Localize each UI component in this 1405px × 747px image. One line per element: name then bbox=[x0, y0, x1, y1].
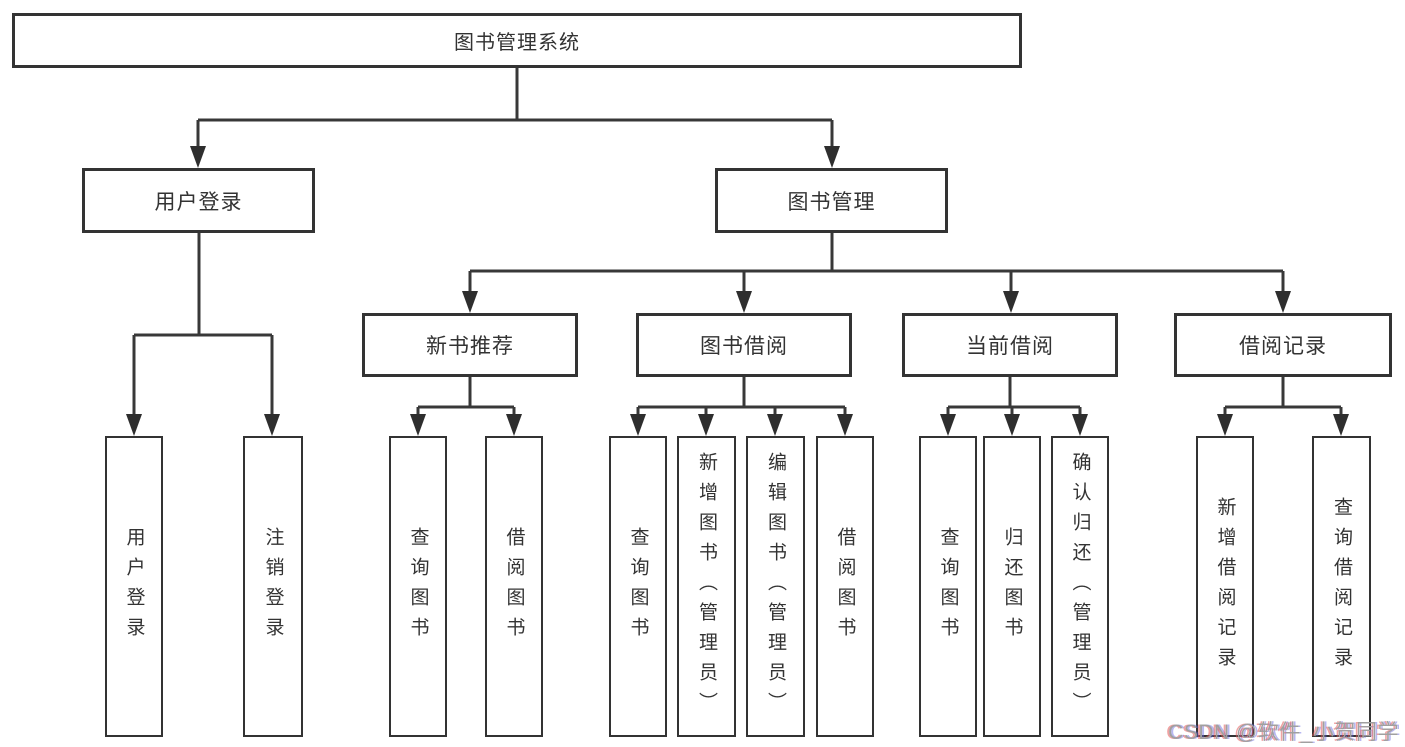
leaf-cb-return-book: 归还图书 bbox=[983, 436, 1041, 737]
leaf-bb-borrow-book-label: 借阅图书 bbox=[834, 526, 856, 647]
leaf-rec-query-book-label: 查询图书 bbox=[407, 526, 429, 647]
node-book-management-label: 图书管理 bbox=[787, 190, 876, 214]
leaf-rec-borrow-book-label: 借阅图书 bbox=[503, 526, 525, 647]
leaf-br-query-record-label: 查询借阅记录 bbox=[1331, 496, 1352, 677]
node-library-system: 图书管理系统 bbox=[12, 13, 1022, 68]
node-new-book-recommend-label: 新书推荐 bbox=[426, 335, 514, 358]
node-user-login-label: 用户登录 bbox=[154, 190, 243, 214]
leaf-rec-query-book: 查询图书 bbox=[389, 436, 447, 737]
node-library-system-label: 图书管理系统 bbox=[454, 32, 580, 54]
arrowhead-icons bbox=[126, 146, 1349, 436]
node-current-borrow-label: 当前借阅 bbox=[966, 335, 1054, 358]
leaf-cb-return-book-label: 归还图书 bbox=[1001, 526, 1023, 647]
leaf-br-add-record-label: 新增借阅记录 bbox=[1214, 496, 1236, 677]
leaf-cb-confirm-return-label: 确认归还（管理员） bbox=[1069, 451, 1091, 722]
node-book-borrow-label: 图书借阅 bbox=[700, 335, 788, 358]
leaf-logout: 注销登录 bbox=[243, 436, 303, 737]
leaf-user-login: 用户登录 bbox=[105, 436, 163, 737]
leaf-cb-confirm-return: 确认归还（管理员） bbox=[1051, 436, 1109, 737]
node-user-login: 用户登录 bbox=[82, 168, 315, 233]
leaf-br-query-record: 查询借阅记录 bbox=[1312, 436, 1371, 737]
leaf-br-add-record: 新增借阅记录 bbox=[1196, 436, 1254, 737]
leaf-cb-query-book: 查询图书 bbox=[919, 436, 977, 737]
leaf-bb-query-book: 查询图书 bbox=[609, 436, 667, 737]
node-book-borrow: 图书借阅 bbox=[636, 313, 852, 377]
leaf-logout-label: 注销登录 bbox=[262, 526, 284, 647]
csdn-watermark: CSDN @软件_小贺同学 bbox=[1168, 721, 1399, 744]
leaf-bb-add-book: 新增图书（管理员） bbox=[677, 436, 736, 737]
leaf-cb-query-book-label: 查询图书 bbox=[937, 526, 959, 647]
leaf-bb-edit-book-label: 编辑图书（管理员） bbox=[765, 451, 786, 722]
node-borrow-record: 借阅记录 bbox=[1174, 313, 1392, 377]
leaf-user-login-label: 用户登录 bbox=[123, 526, 145, 647]
node-borrow-record-label: 借阅记录 bbox=[1239, 335, 1327, 358]
node-book-management: 图书管理 bbox=[715, 168, 948, 233]
leaf-bb-edit-book: 编辑图书（管理员） bbox=[746, 436, 805, 737]
leaf-bb-add-book-label: 新增图书（管理员） bbox=[696, 451, 717, 722]
leaf-bb-borrow-book: 借阅图书 bbox=[816, 436, 874, 737]
node-current-borrow: 当前借阅 bbox=[902, 313, 1118, 377]
node-new-book-recommend: 新书推荐 bbox=[362, 313, 578, 377]
leaf-bb-query-book-label: 查询图书 bbox=[627, 526, 649, 647]
leaf-rec-borrow-book: 借阅图书 bbox=[485, 436, 543, 737]
